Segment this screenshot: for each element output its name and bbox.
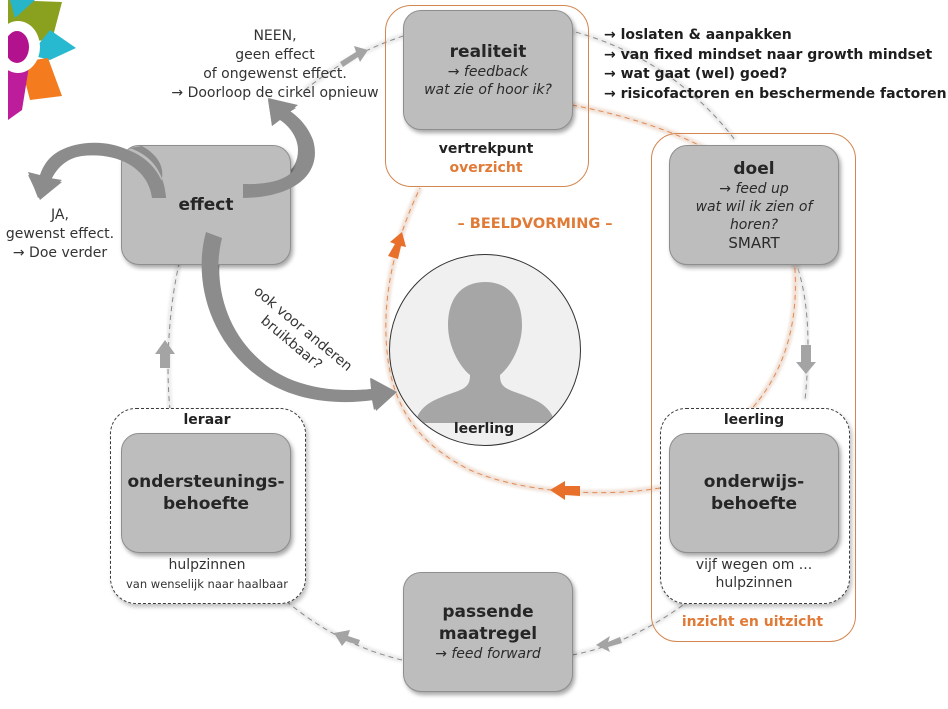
logo [0, 0, 80, 135]
onderwijs-note1: vijf wegen om ... [695, 557, 813, 573]
cycle-arrows [155, 46, 816, 652]
onderwijs-frame-label: leerling [723, 412, 785, 428]
inzicht-frame [651, 133, 856, 642]
realiteit-note: → risicofactoren en beschermende factore… [604, 85, 947, 102]
passende-title1: passende [442, 602, 534, 622]
person-silhouette-icon [416, 282, 554, 423]
effect-title: effect [178, 195, 234, 215]
inzicht-label: inzicht en uitzicht [681, 614, 824, 630]
realiteit-notes: → loslaten & aanpakken → van fixed minds… [604, 26, 947, 104]
colorful-star-logo-icon [0, 0, 76, 135]
ondersteuning-note2: van wenselijk naar haalbaar [126, 577, 288, 591]
realiteit-note: → wat gaat (wel) goed? [604, 66, 788, 82]
ja-line: JA, [51, 207, 69, 223]
neen-line: NEEN, [253, 28, 297, 44]
ondersteuning-frame-label: leraar [183, 412, 231, 428]
ondersteuning-box: ondersteunings- behoefte [121, 433, 291, 553]
neen-line: → Doorloop de cirkel opnieuw [171, 85, 379, 101]
realiteit-frame [385, 5, 589, 187]
beeldvorming-heading: – BEELDVORMING – [457, 216, 613, 232]
effect-box: effect [121, 145, 291, 265]
doel-box: doel → feed up wat wil ik zien of horen?… [669, 145, 839, 265]
neen-line: of ongewenst effect. [203, 66, 347, 82]
arrow-to-passende-icon [596, 636, 622, 652]
doel-line1: → feed up [719, 181, 789, 197]
onderwijs-title1: onderwijs- [703, 472, 805, 492]
realiteit-line2: wat zie of hoor ik? [424, 82, 552, 98]
realiteit-frame-label-orange: overzicht [449, 160, 523, 176]
ja-line: gewenst effect. [5, 226, 115, 242]
onderwijs-title2: behoefte [710, 494, 798, 514]
doel-line3: horen? [729, 217, 779, 233]
ondersteuning-title2: behoefte [162, 494, 250, 514]
neen-line: geen effect [235, 47, 315, 63]
passende-box: passende maatregel → feed forward [403, 572, 573, 692]
doel-title: doel [733, 159, 775, 179]
ondersteuning-title1: ondersteunings- [127, 472, 285, 492]
passende-title2: maatregel [438, 624, 538, 644]
neen-text: NEEN, geen effect of ongewenst effect. →… [155, 27, 395, 103]
avatar-label: leerling [453, 421, 515, 437]
realiteit-frame-label: vertrekpunt [438, 141, 534, 157]
passende-line1: → feed forward [435, 646, 541, 662]
arrow-up-to-effect-icon [155, 340, 175, 368]
doel-line2: wat wil ik zien of [695, 199, 813, 215]
onderwijs-box: onderwijs- behoefte [669, 433, 839, 553]
realiteit-line1: → feedback [447, 64, 529, 80]
arrow-to-realiteit-icon [340, 46, 368, 67]
realiteit-note: → van fixed mindset naar growth mindset [604, 46, 933, 63]
ja-line: → Doe verder [12, 245, 108, 261]
arrow-down-to-onderwijs-icon [796, 345, 816, 374]
ondersteuning-note1: hulpzinnen [168, 557, 246, 573]
realiteit-note: → loslaten & aanpakken [604, 27, 792, 43]
doel-smart: SMART [728, 234, 780, 252]
realiteit-box: realiteit → feedback wat zie of hoor ik? [403, 10, 573, 130]
onderwijs-note2: hulpzinnen [715, 575, 793, 591]
arrow-to-ondersteuning-icon [334, 630, 360, 646]
avatar [389, 254, 581, 446]
ja-text: JA, gewenst effect. → Doe verder [0, 206, 120, 263]
orange-arrow-left-icon [550, 481, 580, 500]
realiteit-title: realiteit [449, 42, 527, 62]
